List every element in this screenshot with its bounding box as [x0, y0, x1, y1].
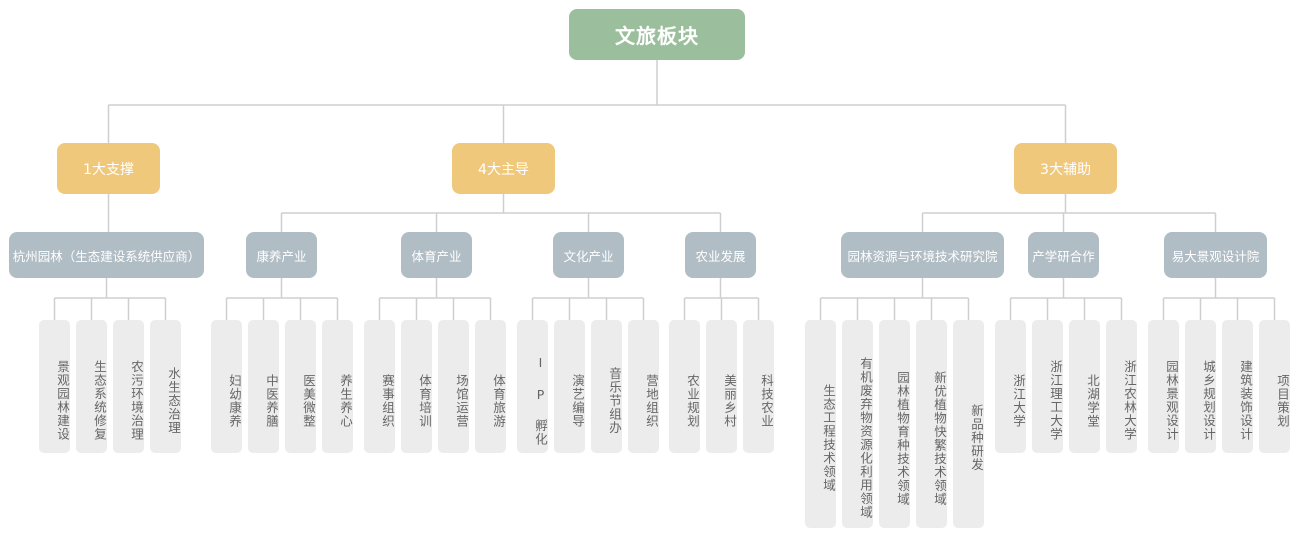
leaf-node: 生态工程技术领域: [805, 320, 836, 528]
leaf-node: 演艺编导: [554, 320, 585, 453]
group-node: 体育产业: [401, 232, 472, 278]
leaf-node: 项目策划: [1259, 320, 1290, 453]
leaf-node: 浙江理工大学: [1032, 320, 1063, 453]
leaf-node: I P 孵化: [517, 320, 548, 453]
leaf-node: 中医养膳: [248, 320, 279, 453]
leaf-node: 农业规划: [669, 320, 700, 453]
leaf-node: 场馆运营: [438, 320, 469, 453]
group-node: 农业发展: [685, 232, 756, 278]
section-node: 4大主导: [452, 143, 555, 194]
leaf-node: 体育培训: [401, 320, 432, 453]
leaf-node: 营地组织: [628, 320, 659, 453]
leaf-node: 新品种研发: [953, 320, 984, 528]
leaf-node: 美丽乡村: [706, 320, 737, 453]
leaf-node: 科技农业: [743, 320, 774, 453]
leaf-node: 水生态治理: [150, 320, 181, 453]
group-node: 文化产业: [553, 232, 624, 278]
root-node: 文旅板块: [569, 9, 745, 60]
section-node: 1大支撑: [57, 143, 160, 194]
group-node: 易大景观设计院: [1164, 232, 1267, 278]
group-node: 产学研合作: [1028, 232, 1099, 278]
group-node: 园林资源与环境技术研究院: [841, 232, 1004, 278]
leaf-node: 赛事组织: [364, 320, 395, 453]
leaf-node: 园林景观设计: [1148, 320, 1179, 453]
leaf-node: 妇幼康养: [211, 320, 242, 453]
leaf-node: 景观园林建设: [39, 320, 70, 453]
leaf-node: 有机废弃物资源化利用领域: [842, 320, 873, 528]
leaf-node: 浙江农林大学: [1106, 320, 1137, 453]
section-node: 3大辅助: [1014, 143, 1117, 194]
leaf-node: 园林植物育种技术领域: [879, 320, 910, 528]
group-node: 康养产业: [246, 232, 317, 278]
leaf-node: 医美微整: [285, 320, 316, 453]
group-node: 杭州园林（生态建设系统供应商）: [9, 232, 204, 278]
leaf-node: 养生养心: [322, 320, 353, 453]
leaf-node: 生态系统修复: [76, 320, 107, 453]
leaf-node: 新优植物快繁技术领域: [916, 320, 947, 528]
leaf-node: 体育旅游: [475, 320, 506, 453]
leaf-node: 城乡规划设计: [1185, 320, 1216, 453]
leaf-node: 农污环境治理: [113, 320, 144, 453]
leaf-node: 浙江大学: [995, 320, 1026, 453]
leaf-node: 建筑装饰设计: [1222, 320, 1253, 453]
leaf-node: 北湖学堂: [1069, 320, 1100, 453]
leaf-node: 音乐节组办: [591, 320, 622, 453]
